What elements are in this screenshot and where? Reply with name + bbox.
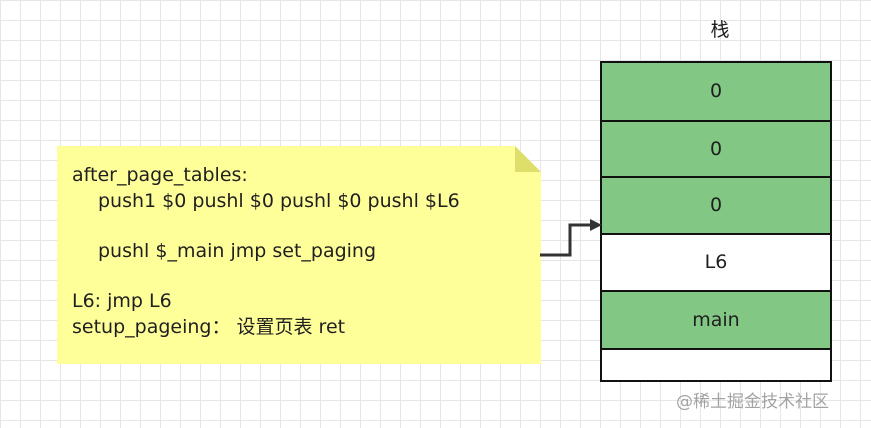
stack-diagram: 0 0 0 L6 main (600, 61, 832, 382)
connector-arrow (540, 219, 602, 257)
note-line-2: push1 $0 pushl $0 pushl $0 pushl $L6 (98, 190, 460, 212)
stack-cell-2: 0 (602, 122, 830, 178)
note-line-3: pushl $_main jmp set_paging (98, 240, 377, 262)
note-line-1: after_page_tables: (72, 164, 248, 186)
note-gap (72, 214, 512, 238)
stack-cell-4-label: L6 (704, 251, 728, 273)
stack-cell-6 (602, 350, 830, 380)
stack-title: 栈 (710, 19, 730, 41)
stack-cell-1: 0 (602, 63, 830, 122)
watermark: @稀土掘金技术社区 (676, 392, 829, 412)
stack-cell-5: main (602, 292, 830, 350)
note-text: after_page_tables: push1 $0 pushl $0 pus… (72, 162, 512, 340)
stack-cell-5-label: main (692, 308, 740, 331)
stack-cell-2-label: 0 (709, 137, 723, 160)
note-line-4: L6: jmp L6 (72, 290, 172, 312)
note-fold-icon (515, 146, 541, 172)
code-note (57, 146, 541, 364)
note-line-5: setup_pageing： 设置页表 ret (72, 316, 346, 338)
stack-cell-3-label: 0 (709, 194, 723, 216)
note-gap (72, 264, 512, 288)
stack-cell-3: 0 (602, 178, 830, 235)
stack-cell-4: L6 (602, 235, 830, 292)
stack-cell-1-label: 0 (709, 80, 723, 102)
